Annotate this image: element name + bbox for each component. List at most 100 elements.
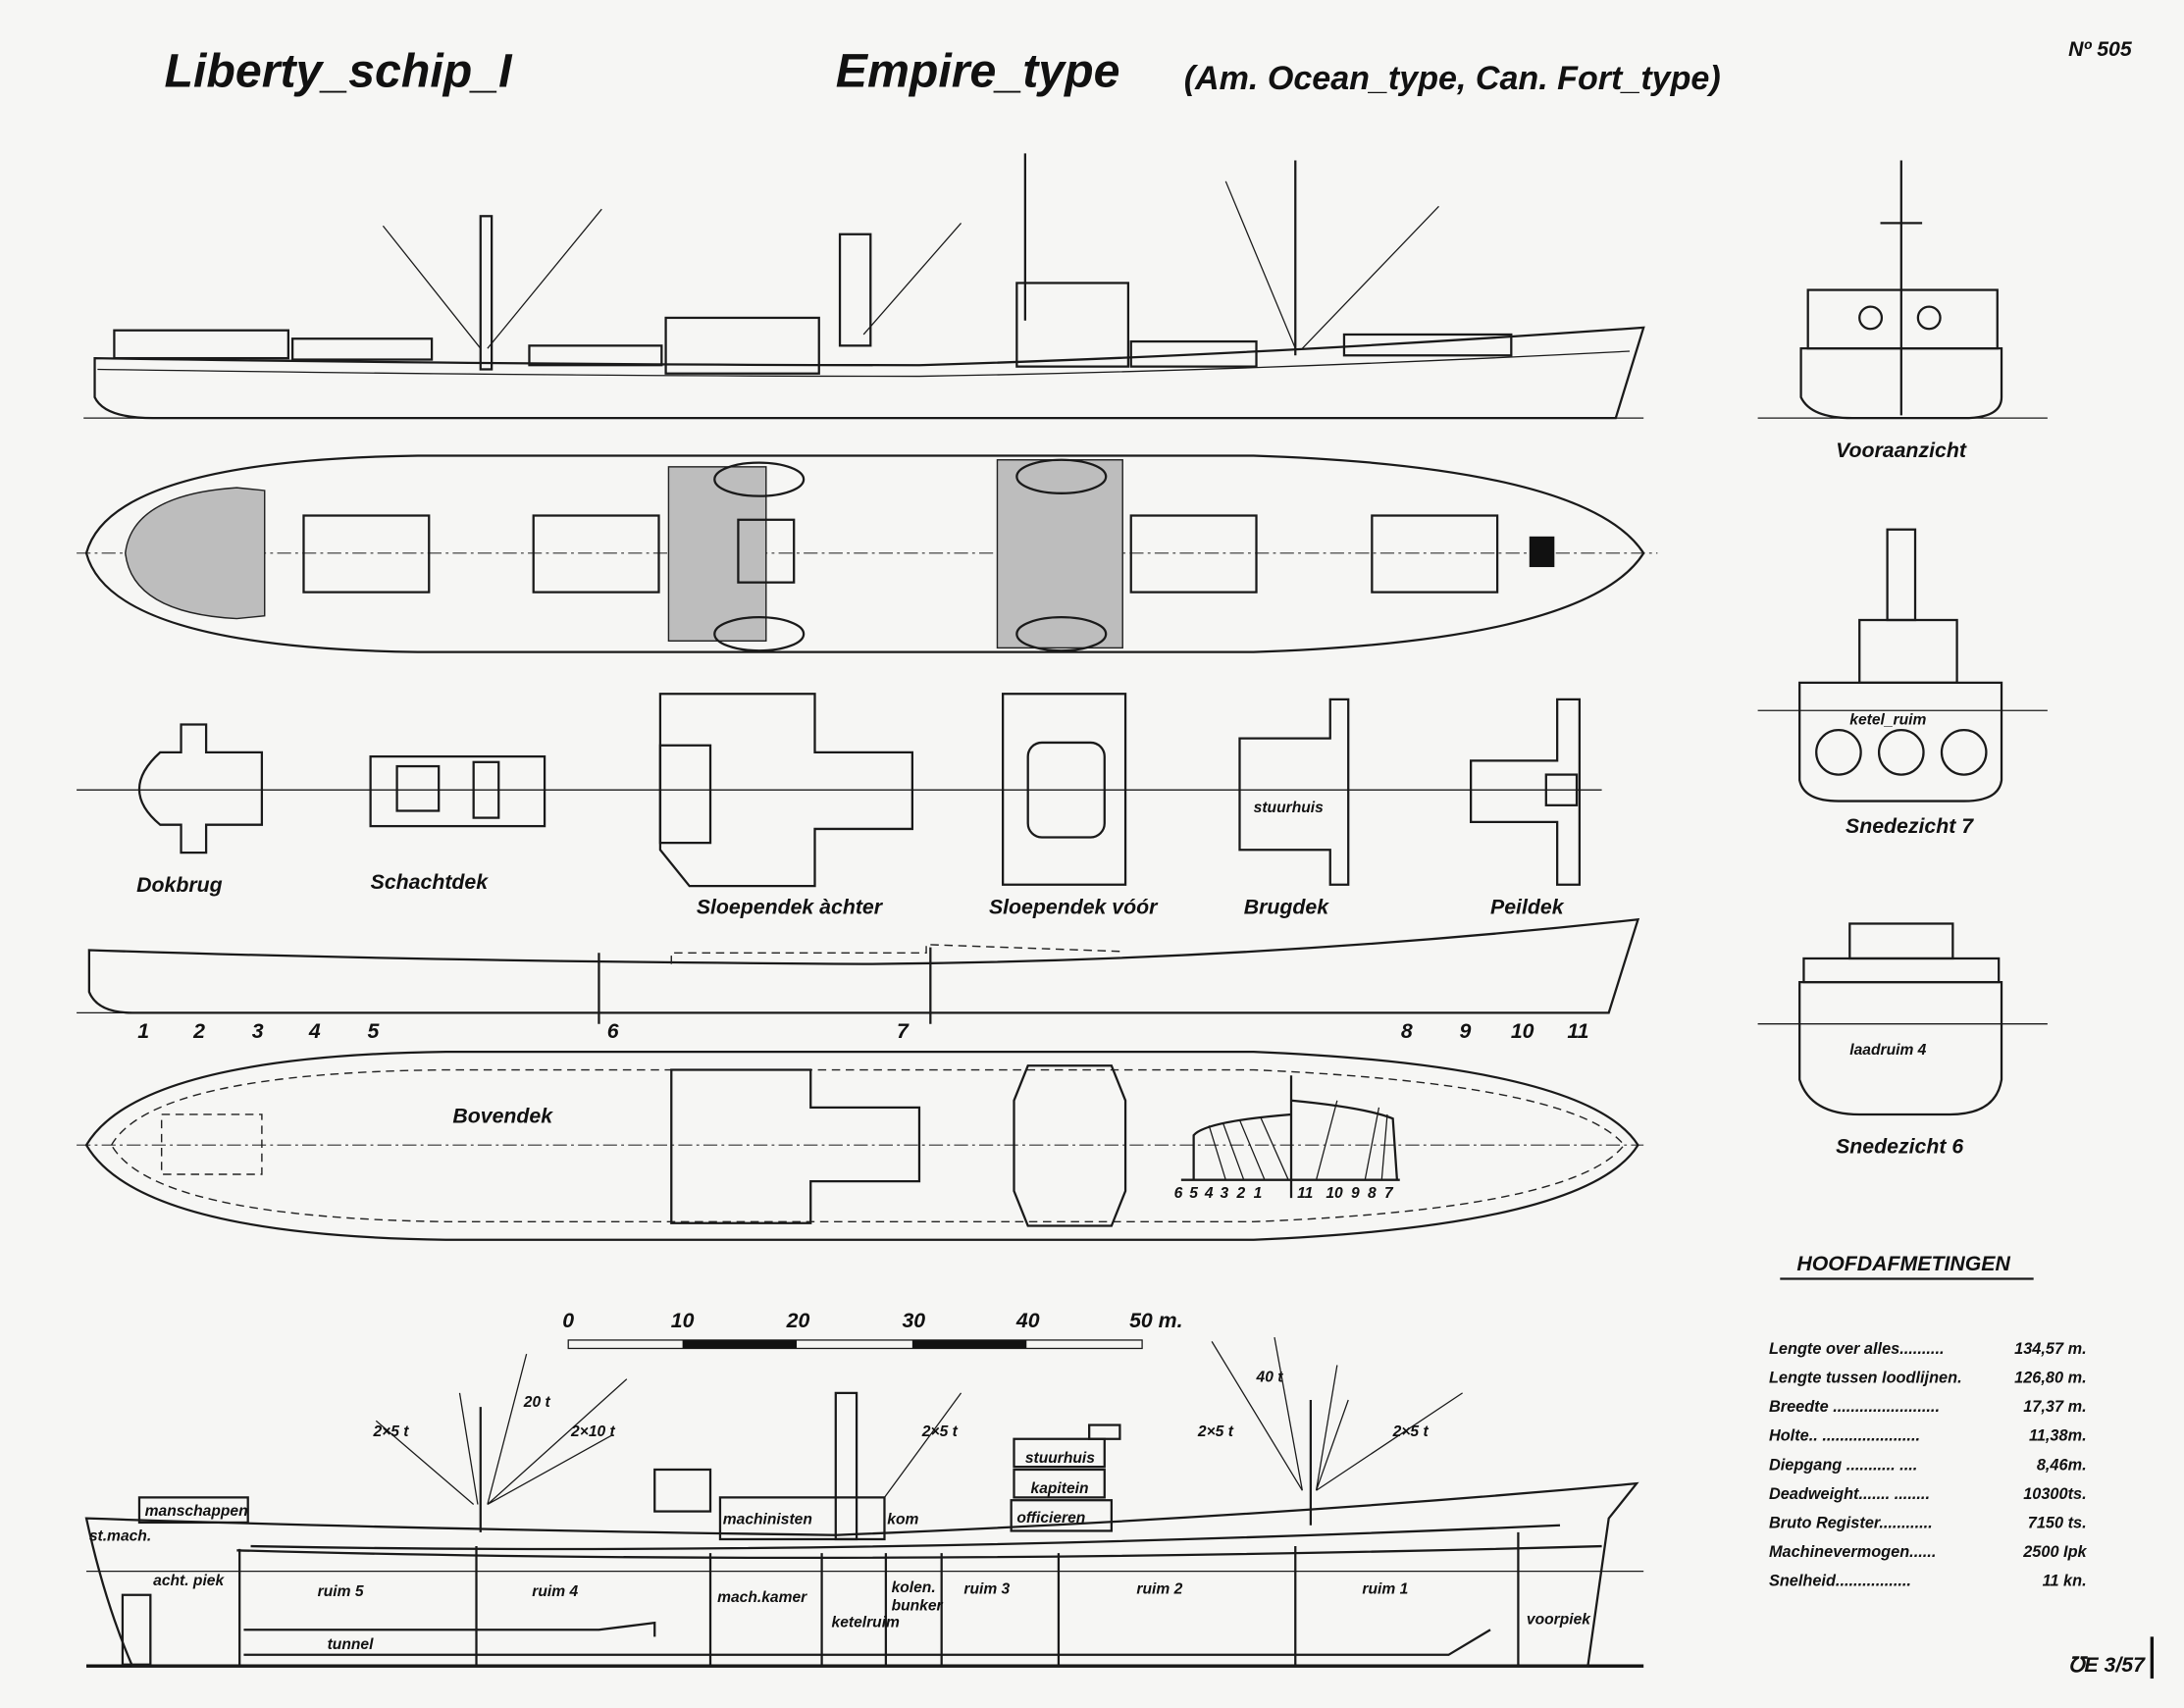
scale-bar-label: 20 xyxy=(786,1309,810,1332)
top-plan-view xyxy=(77,454,1658,653)
frame-number: 9 xyxy=(1460,1019,1472,1043)
vooraanzicht-view: Vooraanzicht xyxy=(1757,160,2048,462)
deck-label-stuurhuis: stuurhuis xyxy=(1254,800,1324,816)
boom-capacity-label: 20 t xyxy=(523,1394,551,1411)
scale-bar: 0 10 20 30 40 50 m. xyxy=(562,1309,1183,1350)
spec-value: 2500 Ipk xyxy=(2022,1543,2087,1561)
profile-label-tunnel: tunnel xyxy=(328,1636,374,1653)
profile-label-voorpiek: voorpiek xyxy=(1527,1612,1591,1629)
snedezicht-6-view: laadruim 4 Snedezicht 6 xyxy=(1757,922,2048,1159)
boom-capacity-label: 2×5 t xyxy=(1197,1423,1234,1440)
body-plan-number: 3 xyxy=(1221,1185,1229,1202)
profile-label-stuurhuis: stuurhuis xyxy=(1025,1450,1095,1467)
title-main: Empire_type xyxy=(836,44,1120,97)
spec-value: 11 kn. xyxy=(2043,1572,2087,1589)
label-laadruim-4: laadruim 4 xyxy=(1849,1042,1926,1059)
label-snedezicht-7: Snedezicht 7 xyxy=(1846,814,1974,838)
top-profile-view xyxy=(83,153,1645,420)
spec-value: 17,37 m. xyxy=(2023,1398,2086,1416)
spec-value: 7150 ts. xyxy=(2028,1514,2087,1531)
frame-number: 2 xyxy=(192,1019,205,1043)
profile-label-kolen: kolen. xyxy=(892,1579,936,1596)
scale-bar-label: 40 xyxy=(1015,1309,1040,1332)
frame-number: 11 xyxy=(1567,1019,1588,1043)
profile-label-ruim1: ruim 1 xyxy=(1362,1580,1408,1597)
snedezicht-7-view: ketel_ruim Snedezicht 7 xyxy=(1757,528,2048,838)
spec-label: Bruto Register............ xyxy=(1769,1514,1933,1531)
profile-label-kapitein: kapitein xyxy=(1031,1480,1089,1497)
frame-number: 4 xyxy=(308,1019,321,1043)
spec-label: Breedte ........................ xyxy=(1769,1398,1940,1416)
spec-value: 134,57 m. xyxy=(2014,1340,2086,1358)
profile-label-ketelruim: ketelruim xyxy=(832,1614,901,1630)
body-plan-number: 7 xyxy=(1384,1185,1394,1202)
profile-label-acht-piek: acht. piek xyxy=(153,1573,225,1589)
body-plan-number: 10 xyxy=(1326,1185,1343,1202)
profile-label-ruim2: ruim 2 xyxy=(1136,1580,1182,1597)
spec-label: Diepgang ........... .... xyxy=(1769,1456,1917,1474)
body-plan-number: 11 xyxy=(1297,1185,1313,1202)
frame-number: 1 xyxy=(137,1019,149,1043)
scale-bar-label: 50 m. xyxy=(1129,1309,1182,1332)
boom-capacity-label: 2×5 t xyxy=(372,1423,409,1440)
frame-number: 3 xyxy=(252,1019,264,1043)
deck-label-peildek: Peildek xyxy=(1490,896,1565,919)
boom-capacity-label: 2×5 t xyxy=(1392,1423,1430,1440)
boom-capacity-label: 2×5 t xyxy=(921,1423,959,1440)
frame-profile: 1 2 3 4 5 6 7 8 9 10 11 xyxy=(77,917,1640,1043)
spec-value: 126,80 m. xyxy=(2014,1370,2086,1387)
title-variants: (Am. Ocean_type, Can. Fort_type) xyxy=(1184,60,1721,97)
deck-label-dokbrug: Dokbrug xyxy=(136,873,222,897)
profile-label-st-mach: st.mach. xyxy=(89,1527,151,1544)
frame-number: 10 xyxy=(1511,1019,1534,1043)
profile-label-officieren: officieren xyxy=(1016,1510,1085,1527)
profile-label-manschappen: manschappen xyxy=(145,1503,248,1520)
spec-label: Holte.. ...................... xyxy=(1769,1427,1920,1445)
body-plan-number: 4 xyxy=(1204,1185,1214,1202)
profile-label-ruim4: ruim 4 xyxy=(532,1583,578,1600)
body-plan-number: 1 xyxy=(1254,1185,1263,1202)
spec-label: Machinevermogen...... xyxy=(1769,1543,1936,1561)
spec-label: Snelheid................. xyxy=(1769,1572,1911,1589)
deck-label-sloependek-voor: Sloependek vóór xyxy=(989,896,1159,919)
body-plan-number: 5 xyxy=(1189,1185,1198,1202)
deck-label-brugdek: Brugdek xyxy=(1244,896,1329,919)
frame-number: 8 xyxy=(1401,1019,1413,1043)
body-plan-number: 6 xyxy=(1174,1185,1183,1202)
frame-number: 6 xyxy=(607,1019,619,1043)
profile-label-ruim5: ruim 5 xyxy=(318,1583,364,1600)
spec-value: 11,38m. xyxy=(2029,1427,2087,1445)
deck-plans: Dokbrug Schachtdek Sloependek àchter Slo… xyxy=(77,693,1602,919)
profile-label-kom: kom xyxy=(887,1511,918,1527)
profile-label-ruim3: ruim 3 xyxy=(963,1580,1010,1597)
profile-label-machinisten: machinisten xyxy=(723,1511,812,1527)
spec-value: 10300ts. xyxy=(2023,1485,2086,1503)
spec-value: 8,46m. xyxy=(2037,1456,2087,1474)
specs-heading: HOOFDAFMETINGEN xyxy=(1796,1252,2010,1275)
footer-code: ℧E 3/57 xyxy=(2068,1653,2146,1677)
scale-bar-label: 30 xyxy=(902,1309,925,1332)
title-left: Liberty_schip_I xyxy=(165,44,514,97)
scale-bar-label: 0 xyxy=(562,1309,574,1332)
bottom-profile-view: manschappen st.mach. acht. piek ruim 5 ruim … xyxy=(84,1337,1644,1668)
profile-label-bunker: bunker xyxy=(892,1597,944,1614)
body-plan-number: 8 xyxy=(1368,1185,1377,1202)
label-vooraanzicht: Vooraanzicht xyxy=(1836,439,1967,462)
spec-label: Deadweight....... ........ xyxy=(1769,1485,1930,1503)
scale-bar-label: 10 xyxy=(671,1309,695,1332)
frame-number: 5 xyxy=(368,1019,381,1043)
bovendek-label: Bovendek xyxy=(452,1104,553,1127)
label-snedezicht-6: Snedezicht 6 xyxy=(1836,1135,1963,1159)
spec-label: Lengte tussen loodlijnen. xyxy=(1769,1370,1962,1387)
boom-capacity-label: 40 t xyxy=(1256,1370,1284,1386)
boom-capacity-label: 2×10 t xyxy=(570,1423,615,1440)
profile-label-mach-kamer: mach.kamer xyxy=(717,1589,807,1606)
frame-number: 7 xyxy=(897,1019,910,1043)
body-plan-number: 2 xyxy=(1236,1185,1246,1202)
specs-table: HOOFDAFMETINGEN Lengte over alles.......… xyxy=(1769,1252,2088,1589)
deck-label-schachtdek: Schachtdek xyxy=(371,870,490,894)
deck-label-sloependek-achter: Sloependek àchter xyxy=(697,896,884,919)
